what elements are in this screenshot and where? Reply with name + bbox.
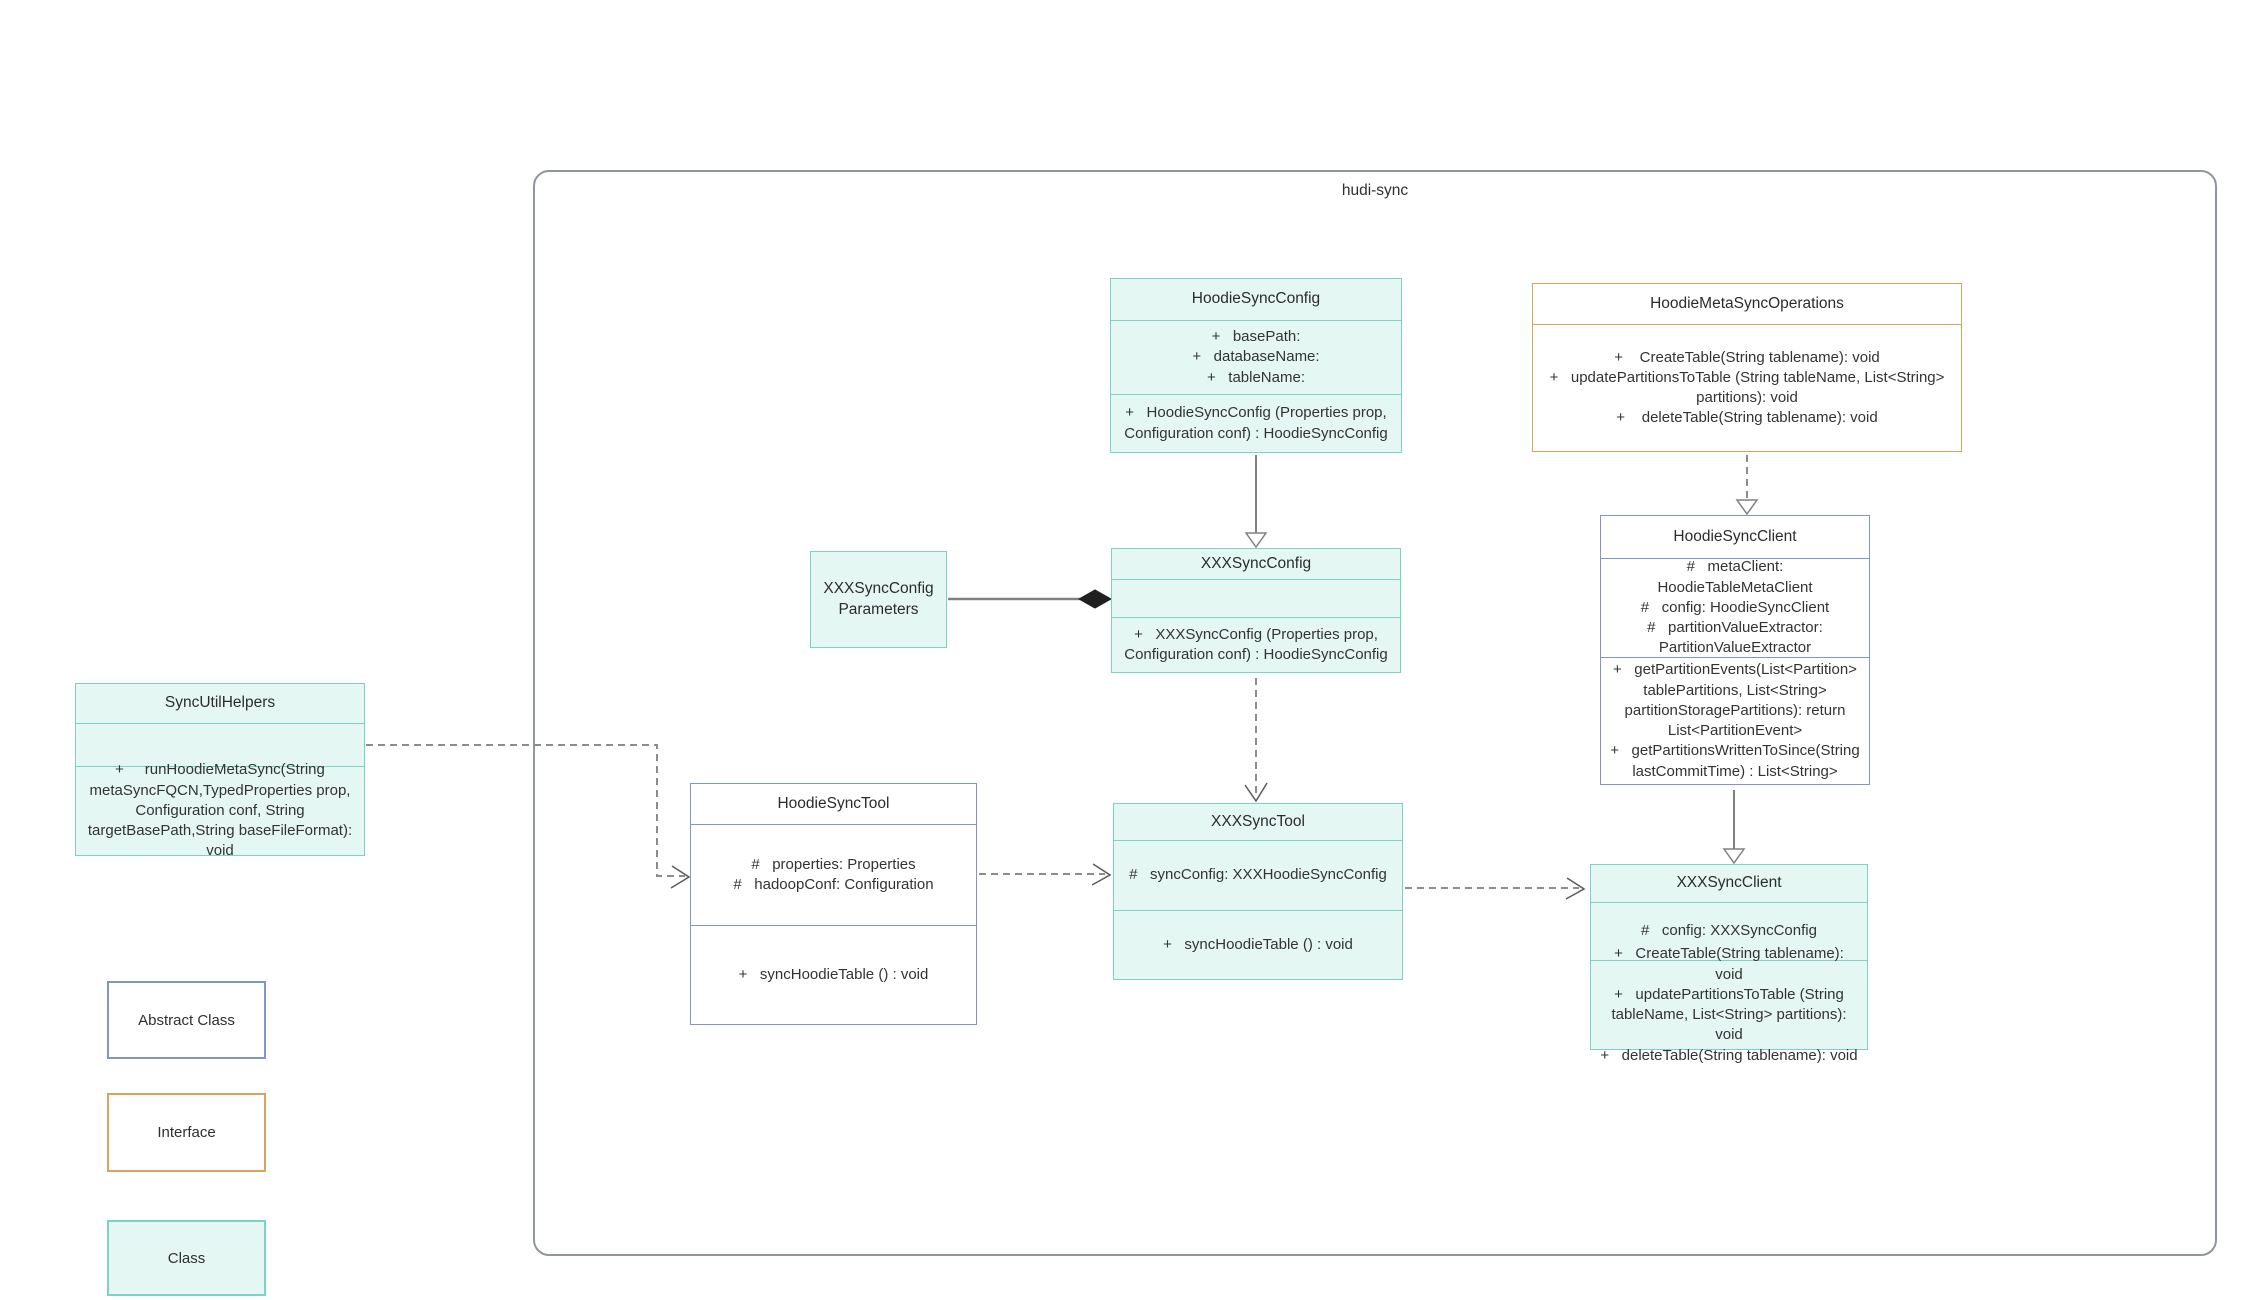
legend-class: Class xyxy=(107,1220,266,1296)
class-xxx-sync-config-parameters[interactable]: XXXSyncConfigParameters xyxy=(810,551,947,648)
class-title-text: XXXSyncConfig xyxy=(1200,554,1312,572)
interface-hoodie-meta-sync-operations[interactable]: HoodieMetaSyncOperations + CreateTable(S… xyxy=(1532,283,1962,452)
class-title-text: HoodieSyncClient xyxy=(1673,527,1797,545)
method-line: + updatePartitionsToTable (String tableN… xyxy=(1611,985,1851,1044)
class-title-text: XXXSyncTool xyxy=(1211,812,1305,830)
method-line: + runHoodieMetaSync(String metaSyncFQCN,… xyxy=(87,761,357,860)
class-methods: + getPartitionEvents(List<Partition> tab… xyxy=(1601,657,1869,784)
attribute-line: + tableName: xyxy=(1207,368,1305,386)
interface-methods: + CreateTable(String tablename): void + … xyxy=(1533,324,1961,451)
abstract-class-hoodie-sync-client[interactable]: HoodieSyncClient # metaClient: HoodieTab… xyxy=(1600,515,1870,785)
class-title: SyncUtilHelpers xyxy=(76,684,364,723)
class-title-text: HoodieSyncTool xyxy=(777,794,890,812)
method-line: + XXXSyncConfig (Properties prop, Config… xyxy=(1124,625,1388,663)
class-attributes xyxy=(76,723,364,766)
class-attributes: + basePath: + databaseName: + tableName: xyxy=(1111,320,1401,394)
class-title-text: HoodieSyncConfig xyxy=(1191,290,1321,308)
package-label: hudi-sync xyxy=(1341,182,1409,199)
class-attributes: # config: XXXSyncConfig xyxy=(1591,902,1867,960)
method-line: + CreateTable(String tablename): void xyxy=(1614,945,1849,983)
interface-title-text: HoodieMetaSyncOperations xyxy=(1650,294,1844,312)
class-title: HoodieSyncConfig xyxy=(1111,279,1401,320)
class-attributes: # properties: Properties # hadoopConf: C… xyxy=(691,824,976,925)
legend-interface-label: Interface xyxy=(157,1124,216,1141)
class-attributes: # syncConfig: XXXHoodieSyncConfig xyxy=(1114,840,1402,910)
method-line: + deleteTable(String tablename): void xyxy=(1616,409,1878,427)
legend-abstract-class-label: Abstract Class xyxy=(138,1011,235,1029)
class-methods: + CreateTable(String tablename): void + … xyxy=(1591,945,1867,1064)
attribute-line: # metaClient: HoodieTableMetaClient xyxy=(1657,558,1813,596)
class-methods: + runHoodieMetaSync(String metaSyncFQCN,… xyxy=(76,761,364,859)
package-hudi-sync: hudi-sync xyxy=(533,170,2217,1256)
method-line: + syncHoodieTable () : void xyxy=(1163,935,1353,953)
attribute-line: + databaseName: xyxy=(1192,348,1320,366)
class-title-text: XXXSyncConfigParameters xyxy=(823,579,934,618)
class-methods: + HoodieSyncConfig (Properties prop, Con… xyxy=(1111,394,1401,452)
method-line: + getPartitionsWrittenToSince(String las… xyxy=(1610,742,1864,780)
class-xxx-sync-tool[interactable]: XXXSyncTool # syncConfig: XXXHoodieSyncC… xyxy=(1113,803,1403,980)
attribute-line: # properties: Properties xyxy=(751,855,916,873)
method-line: + syncHoodieTable () : void xyxy=(738,965,929,983)
class-xxx-sync-config[interactable]: XXXSyncConfig + XXXSyncConfig (Propertie… xyxy=(1111,548,1401,673)
class-title: XXXSyncClient xyxy=(1591,865,1867,902)
realization-arrow-hoodiemetasyncoperations-hoodiesyncclient xyxy=(1735,455,1759,516)
method-line: + deleteTable(String tablename): void xyxy=(1600,1046,1858,1064)
dependency-arrow-xxxsynctool-xxxsyncclient xyxy=(1405,877,1586,900)
method-line: + HoodieSyncConfig (Properties prop, Con… xyxy=(1124,404,1391,442)
method-line: + updatePartitionsToTable (String tableN… xyxy=(1549,368,1949,406)
class-title-text: SyncUtilHelpers xyxy=(164,694,276,712)
class-attributes: # metaClient: HoodieTableMetaClient # co… xyxy=(1601,558,1869,657)
legend-class-label: Class xyxy=(167,1249,206,1267)
class-methods: + syncHoodieTable () : void xyxy=(691,925,976,1024)
attribute-line: # config: HoodieSyncClient xyxy=(1640,598,1830,616)
dependency-arrow-hoodiesynctool-xxxsynctool xyxy=(979,863,1112,886)
attribute-line: # partitionValueExtractor: PartitionValu… xyxy=(1647,619,1827,657)
class-title: XXXSyncTool xyxy=(1114,804,1402,840)
class-xxx-sync-client[interactable]: XXXSyncClient # config: XXXSyncConfig + … xyxy=(1590,864,1868,1064)
class-title: HoodieSyncTool xyxy=(691,784,976,824)
legend-abstract-class: Abstract Class xyxy=(107,981,266,1059)
attribute-line: + basePath: xyxy=(1211,328,1301,346)
legend-interface: Interface xyxy=(107,1093,266,1172)
attribute-line: # hadoopConf: Configuration xyxy=(733,876,934,893)
class-attributes xyxy=(1112,579,1400,617)
abstract-class-hoodie-sync-tool[interactable]: HoodieSyncTool # properties: Properties … xyxy=(690,783,977,1025)
method-line: + getPartitionEvents(List<Partition> tab… xyxy=(1613,661,1862,739)
class-title-text: XXXSyncClient xyxy=(1676,874,1782,892)
method-line: + CreateTable(String tablename): void xyxy=(1614,348,1880,366)
class-sync-util-helpers[interactable]: SyncUtilHelpers + runHoodieMetaSync(Stri… xyxy=(75,683,365,859)
composition-link-xxxsyncconfigparameters-xxxsyncconfig xyxy=(948,589,1113,609)
class-title: XXXSyncConfigParameters xyxy=(811,576,946,624)
class-methods: + syncHoodieTable () : void xyxy=(1114,910,1402,979)
class-methods: + XXXSyncConfig (Properties prop, Config… xyxy=(1112,617,1400,672)
interface-title: HoodieMetaSyncOperations xyxy=(1533,284,1961,324)
generalization-arrow-hoodiesyncconfig-xxxsyncconfig xyxy=(1244,455,1268,549)
class-title: HoodieSyncClient xyxy=(1601,516,1869,558)
generalization-arrow-hoodiesyncclient-xxxsyncclient xyxy=(1722,790,1746,865)
dependency-arrow-xxxsyncconfig-xxxsynctool xyxy=(1244,678,1268,803)
attribute-line: # config: XXXSyncConfig xyxy=(1641,922,1817,940)
dependency-arrow-syncutilhelpers-hoodiesynctool xyxy=(366,744,691,889)
class-hoodie-sync-config[interactable]: HoodieSyncConfig + basePath: + databaseN… xyxy=(1110,278,1402,453)
class-title: XXXSyncConfig xyxy=(1112,549,1400,579)
attribute-line: # syncConfig: XXXHoodieSyncConfig xyxy=(1129,866,1387,884)
